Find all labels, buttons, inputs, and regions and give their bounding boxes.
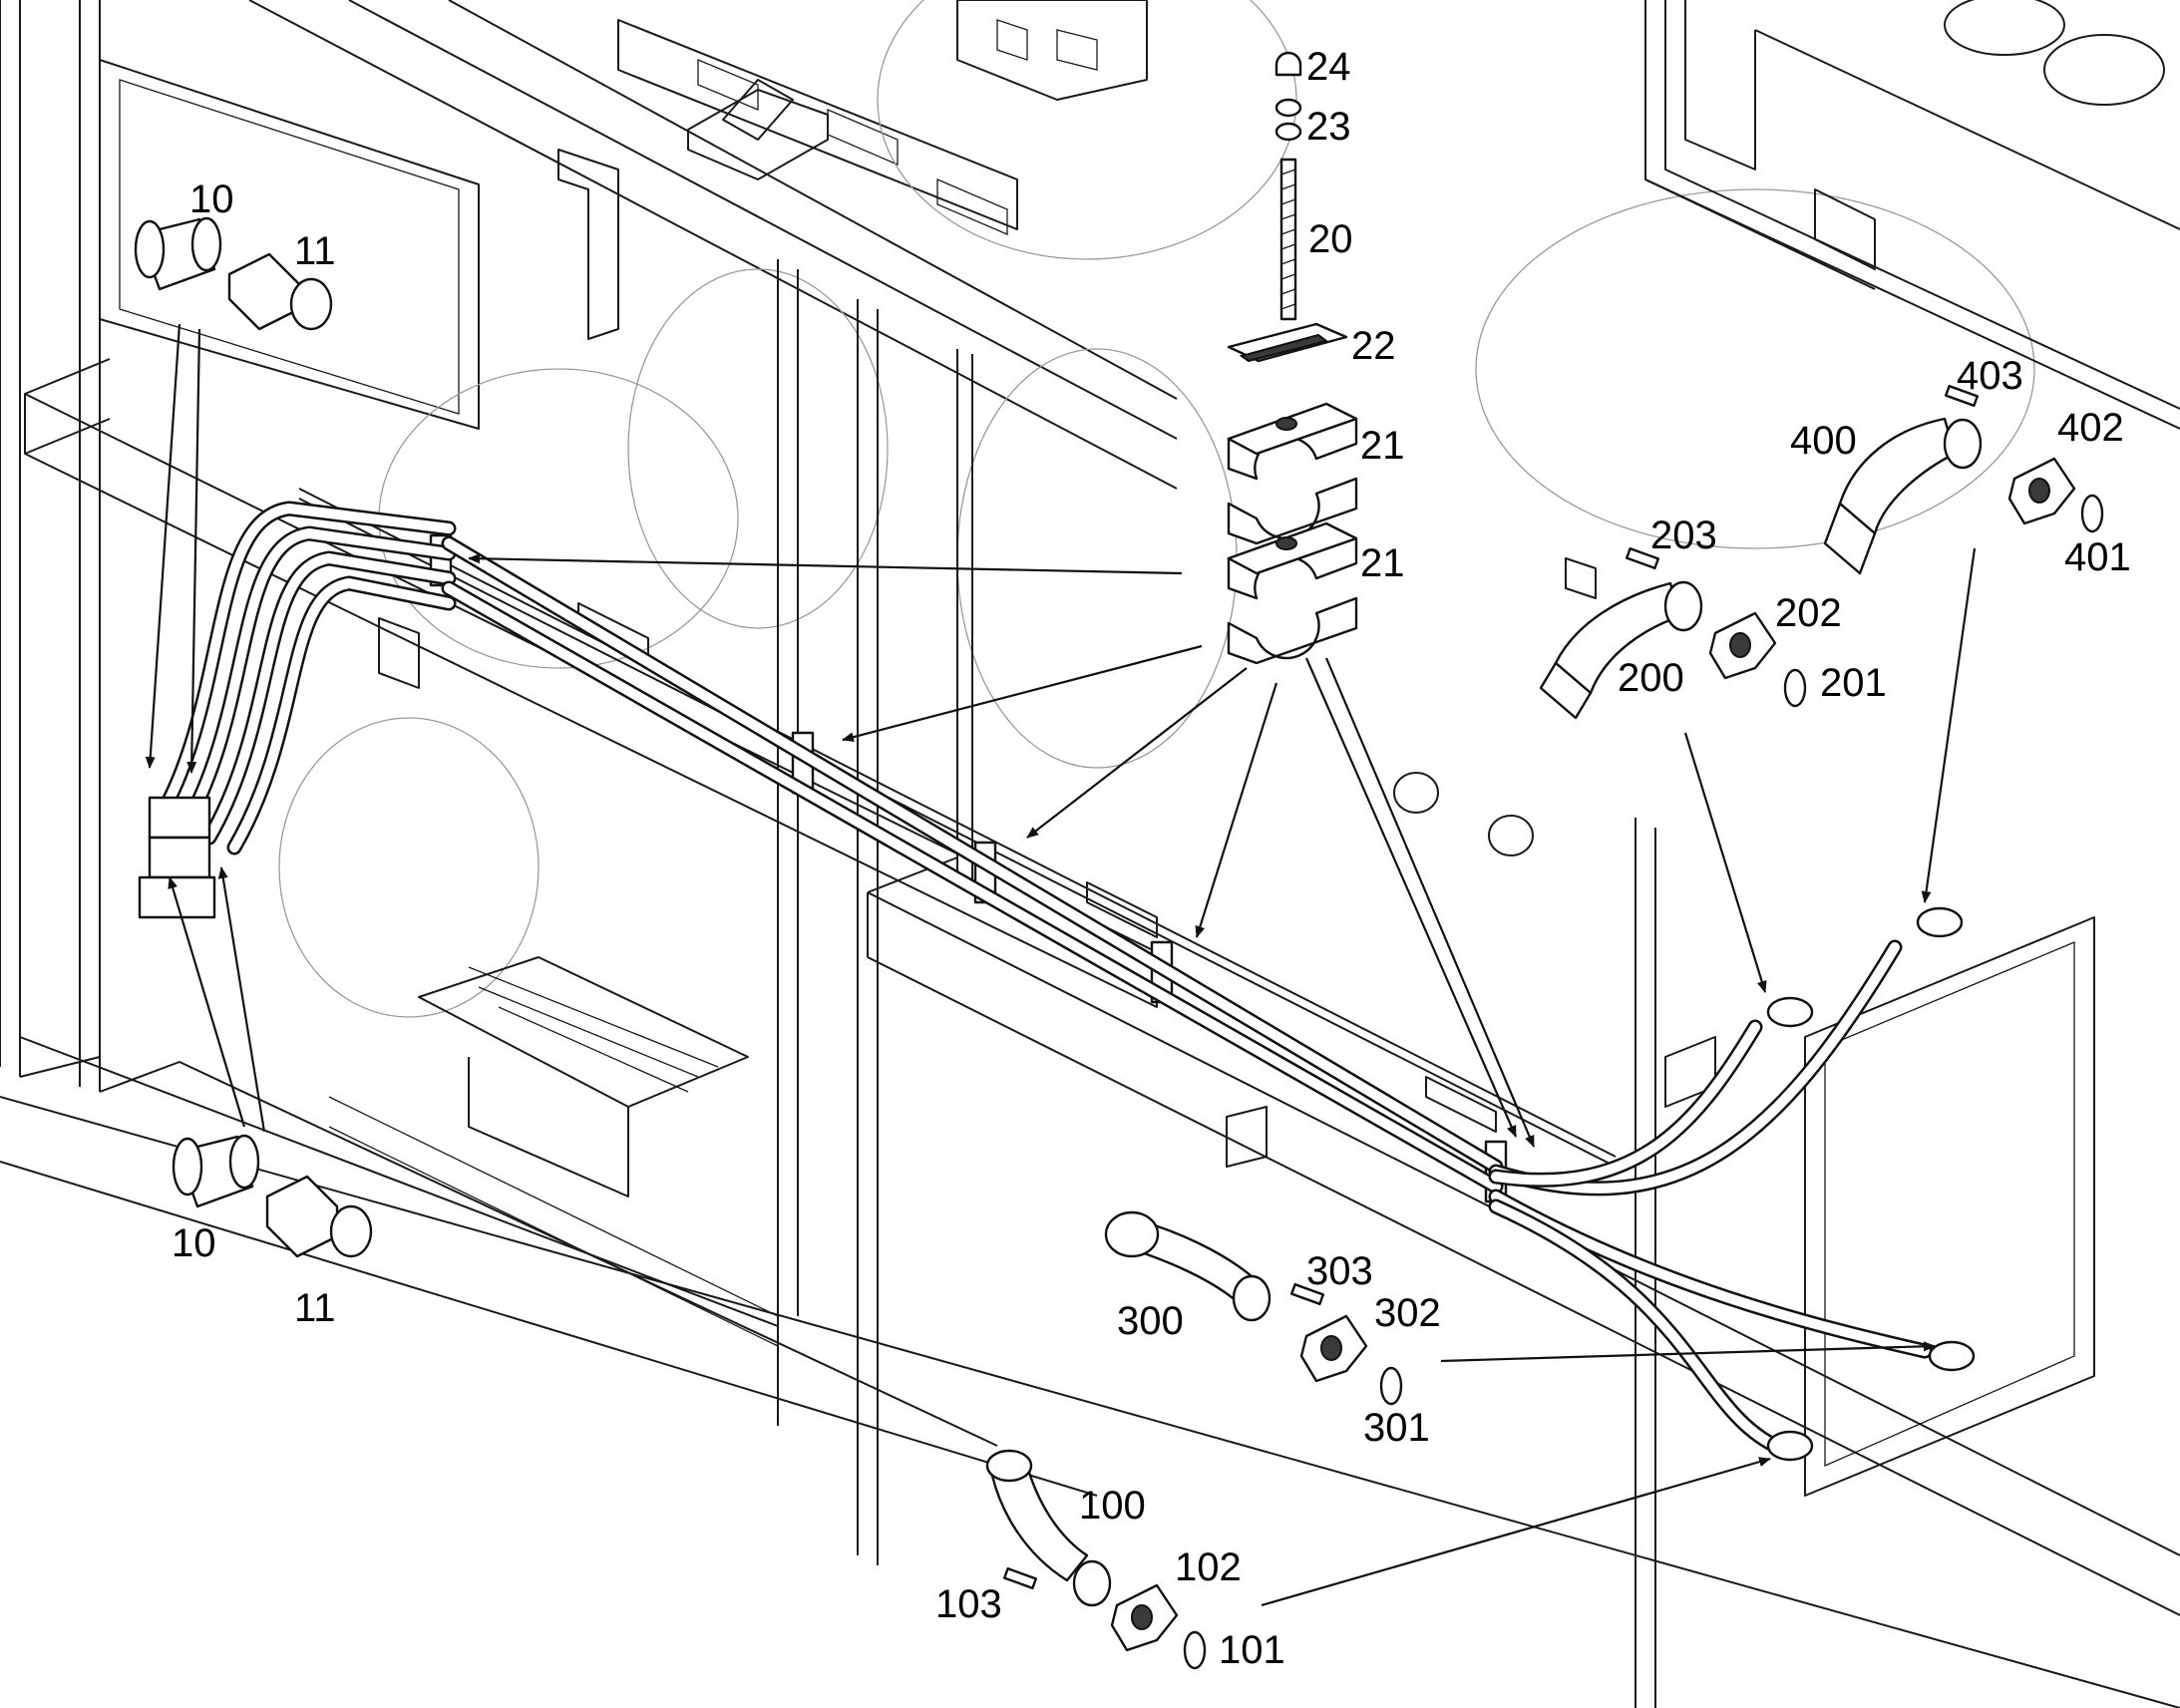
leader-21-to-clamp-2: [842, 644, 1203, 743]
part-11-elbow-upper: [227, 252, 333, 331]
hose-bundle-left: [152, 501, 457, 855]
leader-21-to-clamp-5: [1304, 657, 1518, 1138]
callout-402: 402: [2057, 406, 2124, 450]
part-21-clamp-upper: [1227, 402, 1358, 545]
callout-401: 401: [2064, 535, 2131, 579]
part-23-nuts: [1274, 98, 1302, 142]
leader-21-to-clamp-3: [1026, 667, 1248, 839]
leader-200-set: [1683, 732, 1767, 993]
callout-302: 302: [1374, 1291, 1441, 1335]
mounted-fitting-left-3: [138, 875, 216, 919]
hose-to-fitting-200: [1488, 1019, 1763, 1188]
hose-to-fitting-400: [1488, 939, 1903, 1196]
callout-24: 24: [1306, 45, 1351, 89]
callout-303: 303: [1306, 1249, 1373, 1293]
callout-10-lower: 10: [172, 1221, 216, 1265]
callout-200: 200: [1618, 656, 1684, 700]
callout-201: 201: [1820, 661, 1887, 705]
hose-to-fitting-300: [1488, 1189, 1933, 1359]
callout-203: 203: [1650, 513, 1717, 557]
part-403-bolt: [1944, 384, 1980, 408]
part-24-cap-nut: [1274, 51, 1302, 77]
part-301-o-ring: [1379, 1366, 1403, 1406]
part-303-bolt: [1289, 1282, 1325, 1306]
leader-21-to-clamp-4: [1195, 682, 1278, 938]
part-102-flange-half: [1110, 1583, 1179, 1652]
part-11-elbow-lower: [265, 1175, 373, 1258]
callout-103: 103: [935, 1582, 1002, 1626]
part-400-elbow: [1823, 417, 1983, 575]
mounted-flange-400: [1916, 906, 1964, 938]
part-202-flange-half: [1708, 611, 1777, 680]
leader-300-set: [1440, 1341, 1936, 1363]
leader-21-to-clamp-1: [468, 553, 1183, 575]
callout-300: 300: [1117, 1299, 1184, 1343]
callout-102: 102: [1175, 1545, 1242, 1589]
part-22-cover-plate: [1227, 322, 1348, 363]
leader-10-lower: [168, 876, 246, 1128]
callout-202: 202: [1775, 591, 1842, 635]
leader-10-upper: [145, 323, 182, 769]
callout-10-upper: 10: [189, 177, 234, 221]
part-10-adapter-upper: [134, 216, 222, 291]
part-302-flange-half: [1299, 1314, 1368, 1383]
part-402-flange-half: [2007, 457, 2076, 525]
mounted-flange-100: [1766, 1430, 1814, 1462]
part-21-clamp-lower: [1227, 521, 1358, 665]
leader-11-upper: [186, 328, 201, 774]
part-10-adapter-lower: [172, 1134, 260, 1208]
hose-run-main: [441, 535, 1504, 1195]
part-101-o-ring: [1183, 1630, 1207, 1670]
leader-arrows: [145, 323, 1977, 1607]
callout-400: 400: [1790, 419, 1857, 463]
callout-101: 101: [1219, 1628, 1285, 1672]
mounted-fitting-left-2: [148, 836, 211, 879]
callout-403: 403: [1957, 354, 2023, 398]
part-401-o-ring: [2080, 494, 2104, 533]
callout-301: 301: [1363, 1406, 1430, 1450]
callout-22: 22: [1351, 324, 1396, 368]
part-203-bolt: [1625, 546, 1660, 570]
callout-20: 20: [1308, 217, 1353, 261]
part-100-elbow: [985, 1449, 1112, 1607]
callout-23: 23: [1306, 105, 1351, 149]
mounted-fitting-left-1: [148, 796, 211, 840]
leader-100-set: [1261, 1457, 1771, 1607]
callout-21-lower: 21: [1360, 541, 1405, 585]
hose-assembly: [138, 501, 1976, 1462]
leader-21-to-clamp-6: [1324, 657, 1536, 1148]
hose-to-fitting-100: [1488, 1198, 1783, 1454]
part-200-elbow: [1539, 580, 1703, 720]
part-201-o-ring: [1783, 668, 1807, 708]
mounted-flange-300: [1928, 1340, 1976, 1372]
callout-11-upper: 11: [294, 229, 336, 273]
part-300-elbow: [1104, 1210, 1272, 1322]
callout-21-upper: 21: [1360, 424, 1405, 468]
callout-11-lower: 11: [294, 1286, 336, 1330]
callout-100: 100: [1079, 1484, 1146, 1528]
part-103-bolt: [1002, 1566, 1038, 1590]
leader-11-lower: [217, 866, 266, 1133]
leader-400-set: [1921, 547, 1977, 903]
part-20-threaded-rod: [1279, 158, 1297, 321]
mounted-flange-200: [1766, 996, 1814, 1028]
callout-labels: 24 23 20 22 21 21 10 11 10 11 400 403 40…: [172, 45, 2131, 1672]
